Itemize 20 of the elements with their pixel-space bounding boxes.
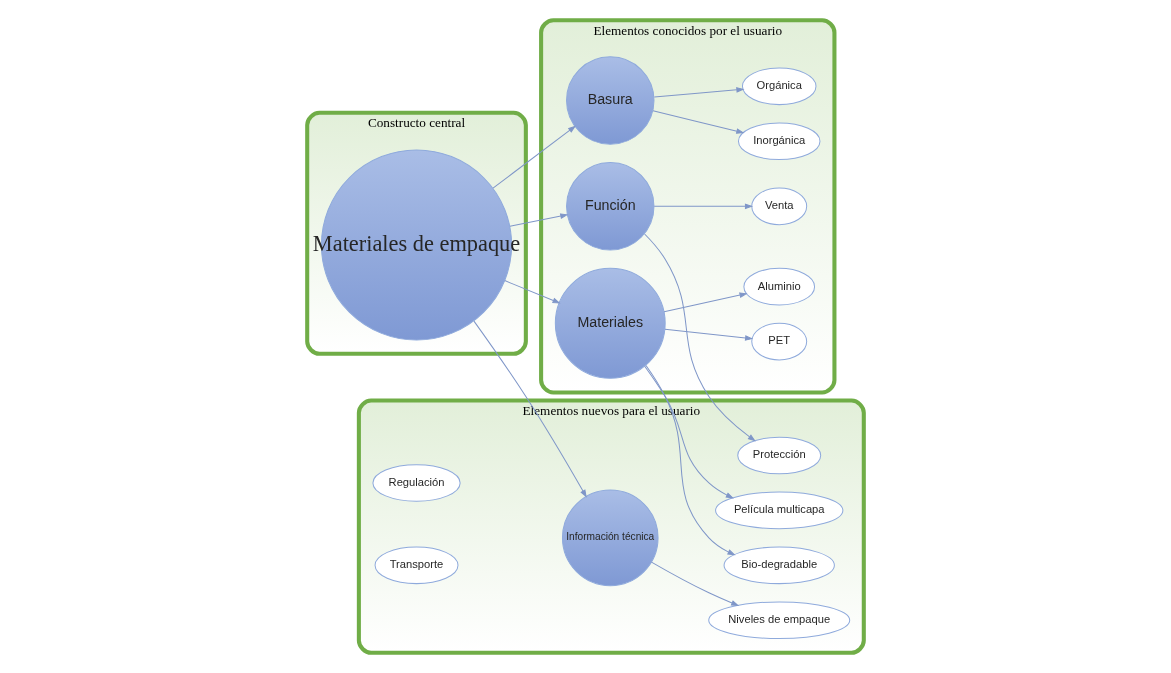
arrow — [492, 125, 577, 189]
arrow — [652, 110, 745, 134]
arrow — [664, 328, 754, 341]
arrow — [645, 364, 736, 556]
arrow — [473, 320, 587, 498]
node-ellipse: Transporte — [374, 546, 459, 585]
node-ellipse: Aluminio — [743, 267, 816, 306]
arrow — [653, 87, 745, 98]
arrow — [653, 203, 754, 210]
node-ellipse: Venta — [751, 187, 808, 226]
arrow — [644, 233, 756, 442]
arrow — [644, 365, 734, 499]
node-ellipse: PET — [751, 322, 808, 361]
node-ellipse: Orgánica — [741, 67, 817, 106]
arrow — [509, 213, 569, 227]
arrow — [663, 292, 748, 313]
node-circle: Función — [566, 162, 655, 251]
arrow — [504, 280, 561, 304]
arrow — [650, 561, 740, 606]
node-ellipse: Regulación — [372, 464, 461, 502]
